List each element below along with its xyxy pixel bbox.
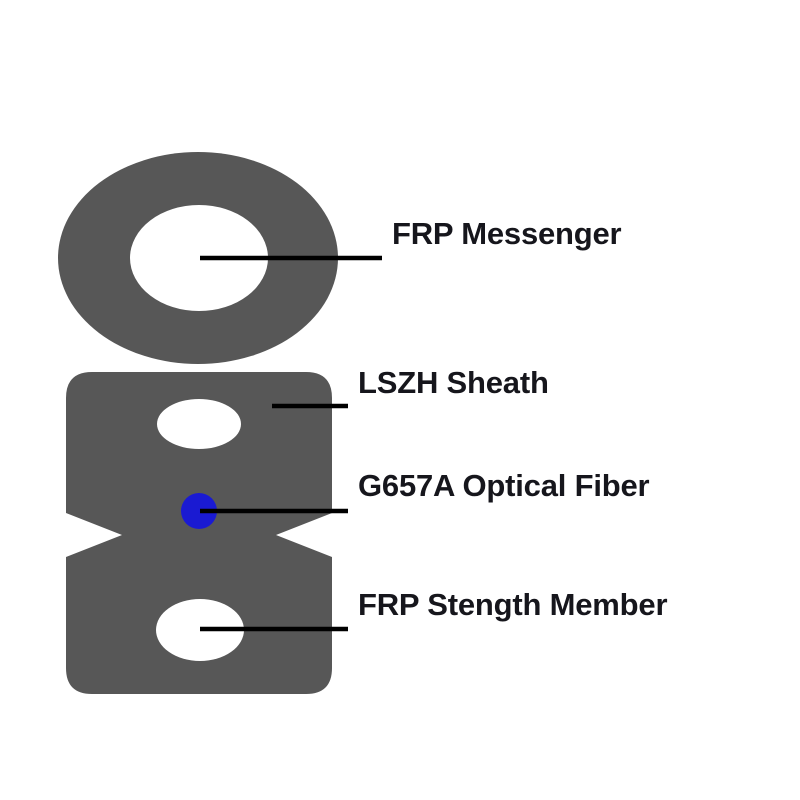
lszh-sheath-shape (66, 372, 332, 694)
label-lszh-sheath: LSZH Sheath (358, 365, 549, 400)
label-frp-messenger: FRP Messenger (392, 216, 622, 251)
frp-messenger-void (130, 205, 268, 311)
upper-void (157, 399, 241, 449)
label-g657a-optical-fiber: G657A Optical Fiber (358, 468, 650, 503)
g657a-optical-fiber-shape (181, 493, 217, 529)
label-frp-stength-member: FRP Stength Member (358, 587, 668, 622)
